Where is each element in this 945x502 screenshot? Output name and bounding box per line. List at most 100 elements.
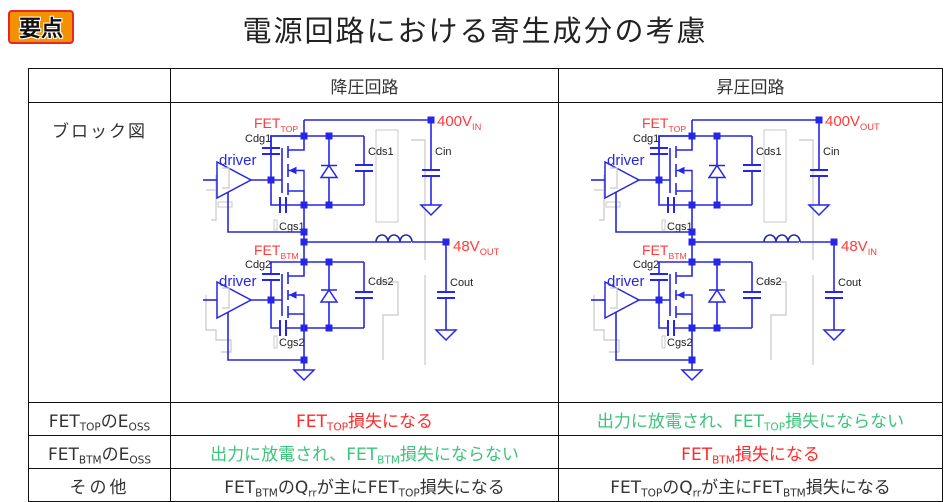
label-subscript: OSS [128, 421, 151, 434]
row-label-block-diagram: ブロック図 [28, 102, 171, 403]
mosfet-drain [676, 262, 693, 277]
label-text: のE [100, 411, 129, 432]
wire [615, 192, 692, 233]
diode-icon [319, 164, 339, 179]
junction-dot [325, 258, 333, 266]
cin-label: Cin [435, 146, 452, 158]
row-label-fet-btm-eoss: FETBTMのEOSS [28, 435, 171, 469]
cgs1-label: Cgs1 [279, 221, 305, 233]
wire [658, 180, 675, 206]
cell-text: FET [224, 477, 256, 498]
inductor-icon [375, 234, 413, 243]
rail-low-label: 48VOUT [453, 238, 500, 257]
cout-label: Cout [838, 277, 861, 289]
diode-icon [319, 288, 339, 303]
fet-btm-label: FETBTM [254, 242, 299, 261]
ground-icon [807, 204, 831, 217]
key-point-badge: 要点 [8, 10, 74, 44]
cdg1-label: Cdg1 [245, 133, 271, 145]
mosfet-drain [288, 136, 305, 151]
layout-outline [205, 295, 232, 353]
table-row: FETTOPのEOSS FETTOP損失になる 出力に放電され、FETTOP損失… [28, 402, 943, 436]
circuit-svg: 400VINCinCds1Cdg1Cgs1FETTOPdriver48VOUTC… [203, 113, 500, 382]
mosfet-body-link [298, 294, 305, 314]
cgs1-label: Cgs1 [667, 221, 693, 233]
ground-icon [419, 204, 443, 217]
layout-outline [799, 139, 814, 260]
junction-dot [713, 258, 721, 266]
junction-dot [713, 132, 721, 140]
layout-outline [211, 175, 217, 221]
fet-btm-label: FETBTM [642, 242, 687, 261]
ground-icon [434, 329, 458, 342]
ground-icon [822, 329, 846, 342]
table-row: その他 FETBTMのQrrが主にFETTOP損失になる FETTOPのQrrが… [28, 468, 943, 502]
junction-dot [713, 324, 721, 332]
driver-inner [222, 287, 230, 309]
cdg2-label: Cdg2 [245, 259, 271, 271]
diode-icon [707, 164, 727, 179]
layout-outline [376, 281, 399, 360]
junction-dot [713, 201, 721, 209]
wire [227, 192, 304, 233]
cell-subscript: BTM [255, 487, 278, 500]
layout-outline [764, 281, 787, 360]
inductor-icon [763, 234, 801, 243]
label-subscript: OSS [129, 454, 152, 467]
driver-label: driver [607, 152, 645, 169]
layout-outline [375, 129, 399, 223]
cell-subscript: rr [692, 487, 702, 500]
badge-label: 要点 [18, 17, 63, 42]
ground-icon [292, 369, 316, 382]
cell-text: FET [610, 477, 642, 498]
rail-high-label: 400VIN [437, 113, 481, 132]
wire [270, 135, 304, 148]
layout-outline [763, 129, 787, 223]
fet-top-label: FETTOP [254, 115, 298, 134]
cell-text: 出力に放電され、FET [596, 411, 764, 432]
cdg2-label: Cdg2 [633, 259, 659, 271]
boost-other-cell: FETTOPのQrrが主にFETBTM損失になる [558, 468, 943, 502]
rail-high-label: 400VOUT [825, 113, 880, 132]
cds1-label: Cds1 [368, 146, 394, 158]
cin-label: Cin [823, 146, 840, 158]
cdg1-label: Cdg1 [633, 133, 659, 145]
layout-outline [217, 201, 233, 208]
mosfet-body-link [298, 169, 305, 191]
label-subscript: BTM [78, 454, 102, 467]
rail-low-label: 48VIN [841, 238, 877, 257]
boost-fet-btm-eoss-cell: FETBTM損失になる [558, 435, 943, 469]
junction-dot [325, 201, 333, 209]
mosfet-arrow [676, 291, 685, 299]
cgs2-label: Cgs2 [279, 337, 305, 349]
mosfet-drain [676, 136, 693, 151]
buck-fet-top-eoss-cell: FETTOP損失になる [170, 402, 559, 436]
mosfet-body-link [686, 169, 693, 191]
layout-outline [661, 219, 666, 231]
wire [615, 312, 692, 361]
wire [270, 300, 280, 329]
cgs2-label: Cgs2 [667, 337, 693, 349]
driver-amplifier-icon [216, 160, 253, 200]
cell-text: 損失になる [805, 477, 891, 498]
junction-dot [325, 132, 333, 140]
header-boost: 昇圧回路 [558, 68, 943, 103]
diode-icon [707, 288, 727, 303]
cell-subscript: TOP [641, 487, 663, 500]
mosfet-drain [288, 262, 305, 277]
layout-outline [599, 175, 605, 221]
cell-subscript: TOP [326, 421, 348, 434]
mosfet-arrow [676, 166, 685, 175]
fet-top-label: FETTOP [642, 115, 686, 134]
layout-outline [661, 335, 666, 349]
cell-subscript: TOP [764, 421, 786, 434]
row-label-other: その他 [28, 468, 171, 502]
cell-subscript: BTM [712, 454, 735, 467]
wire [658, 261, 692, 274]
wire [270, 261, 304, 274]
cell-text: FET [681, 444, 713, 465]
cell-subscript: BTM [377, 454, 400, 467]
